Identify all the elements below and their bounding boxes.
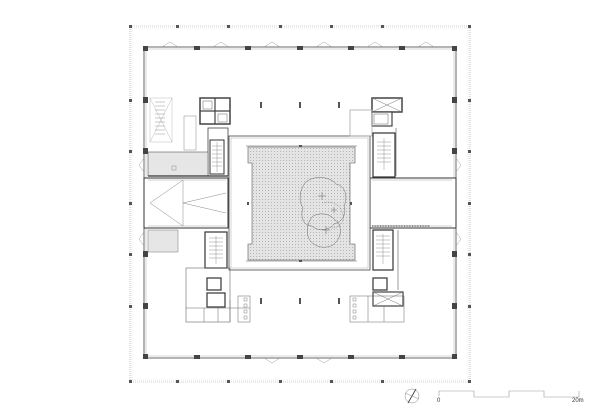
core-southeast [349,229,405,323]
courtyard-trees [299,177,347,248]
core-northeast [349,97,403,178]
outer-grid-line [129,25,471,383]
core-northwest [199,97,231,177]
core-west [147,97,228,177]
north-arrow-icon [404,388,420,404]
scale-end-label: 20m [572,398,584,404]
east-bridge [369,177,457,229]
core-southwest [147,229,251,323]
scale-start-label: 0 [437,398,441,404]
scale-bar [438,390,580,398]
atrium [228,135,371,271]
interior-columns [260,102,340,304]
